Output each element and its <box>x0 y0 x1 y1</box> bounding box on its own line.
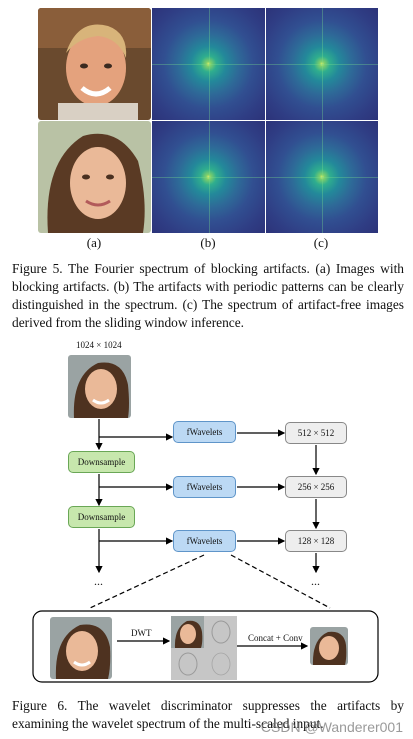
detail-output-face <box>310 627 348 665</box>
wavelet-subbands <box>171 616 237 680</box>
size-block-128: 128 × 128 <box>285 530 347 552</box>
panel-label-c: (c) <box>313 235 329 250</box>
iwavelets-block-1: fWavelets <box>173 421 236 443</box>
face-image-boy <box>38 8 151 120</box>
dwt-label: DWT <box>131 628 152 638</box>
size-block-256: 256 × 256 <box>285 476 347 498</box>
ellipsis-left: ... <box>94 574 103 588</box>
panel-label-a: (a) <box>86 235 102 250</box>
ellipsis-right: ... <box>311 574 320 588</box>
detail-input-face <box>50 617 112 679</box>
figure5-caption: Figure 5. The Fourier spectrum of blocki… <box>12 261 404 330</box>
size-block-512: 512 × 512 <box>285 422 347 444</box>
iwavelets-block-3: fWavelets <box>173 530 236 552</box>
input-size-label: 1024 × 1024 <box>76 340 122 350</box>
iwavelets-block-2: fWavelets <box>173 476 236 498</box>
face-image-girl <box>38 121 151 233</box>
spectrum-clean-1 <box>266 8 378 120</box>
figure6-caption: Figure 6. The wavelet discriminator supp… <box>12 698 404 731</box>
downsample-block-1: Downsample <box>68 451 135 473</box>
watermark-text: CSDN @Wanderer001 <box>260 719 403 735</box>
spectrum-clean-2 <box>266 121 378 233</box>
spectrum-blocking-2 <box>152 121 265 233</box>
downsample-block-2: Downsample <box>68 506 135 528</box>
concat-conv-label: Concat + Conv <box>248 633 303 643</box>
input-face-image <box>68 355 131 418</box>
spectrum-blocking-1 <box>152 8 265 120</box>
panel-label-b: (b) <box>200 235 216 250</box>
